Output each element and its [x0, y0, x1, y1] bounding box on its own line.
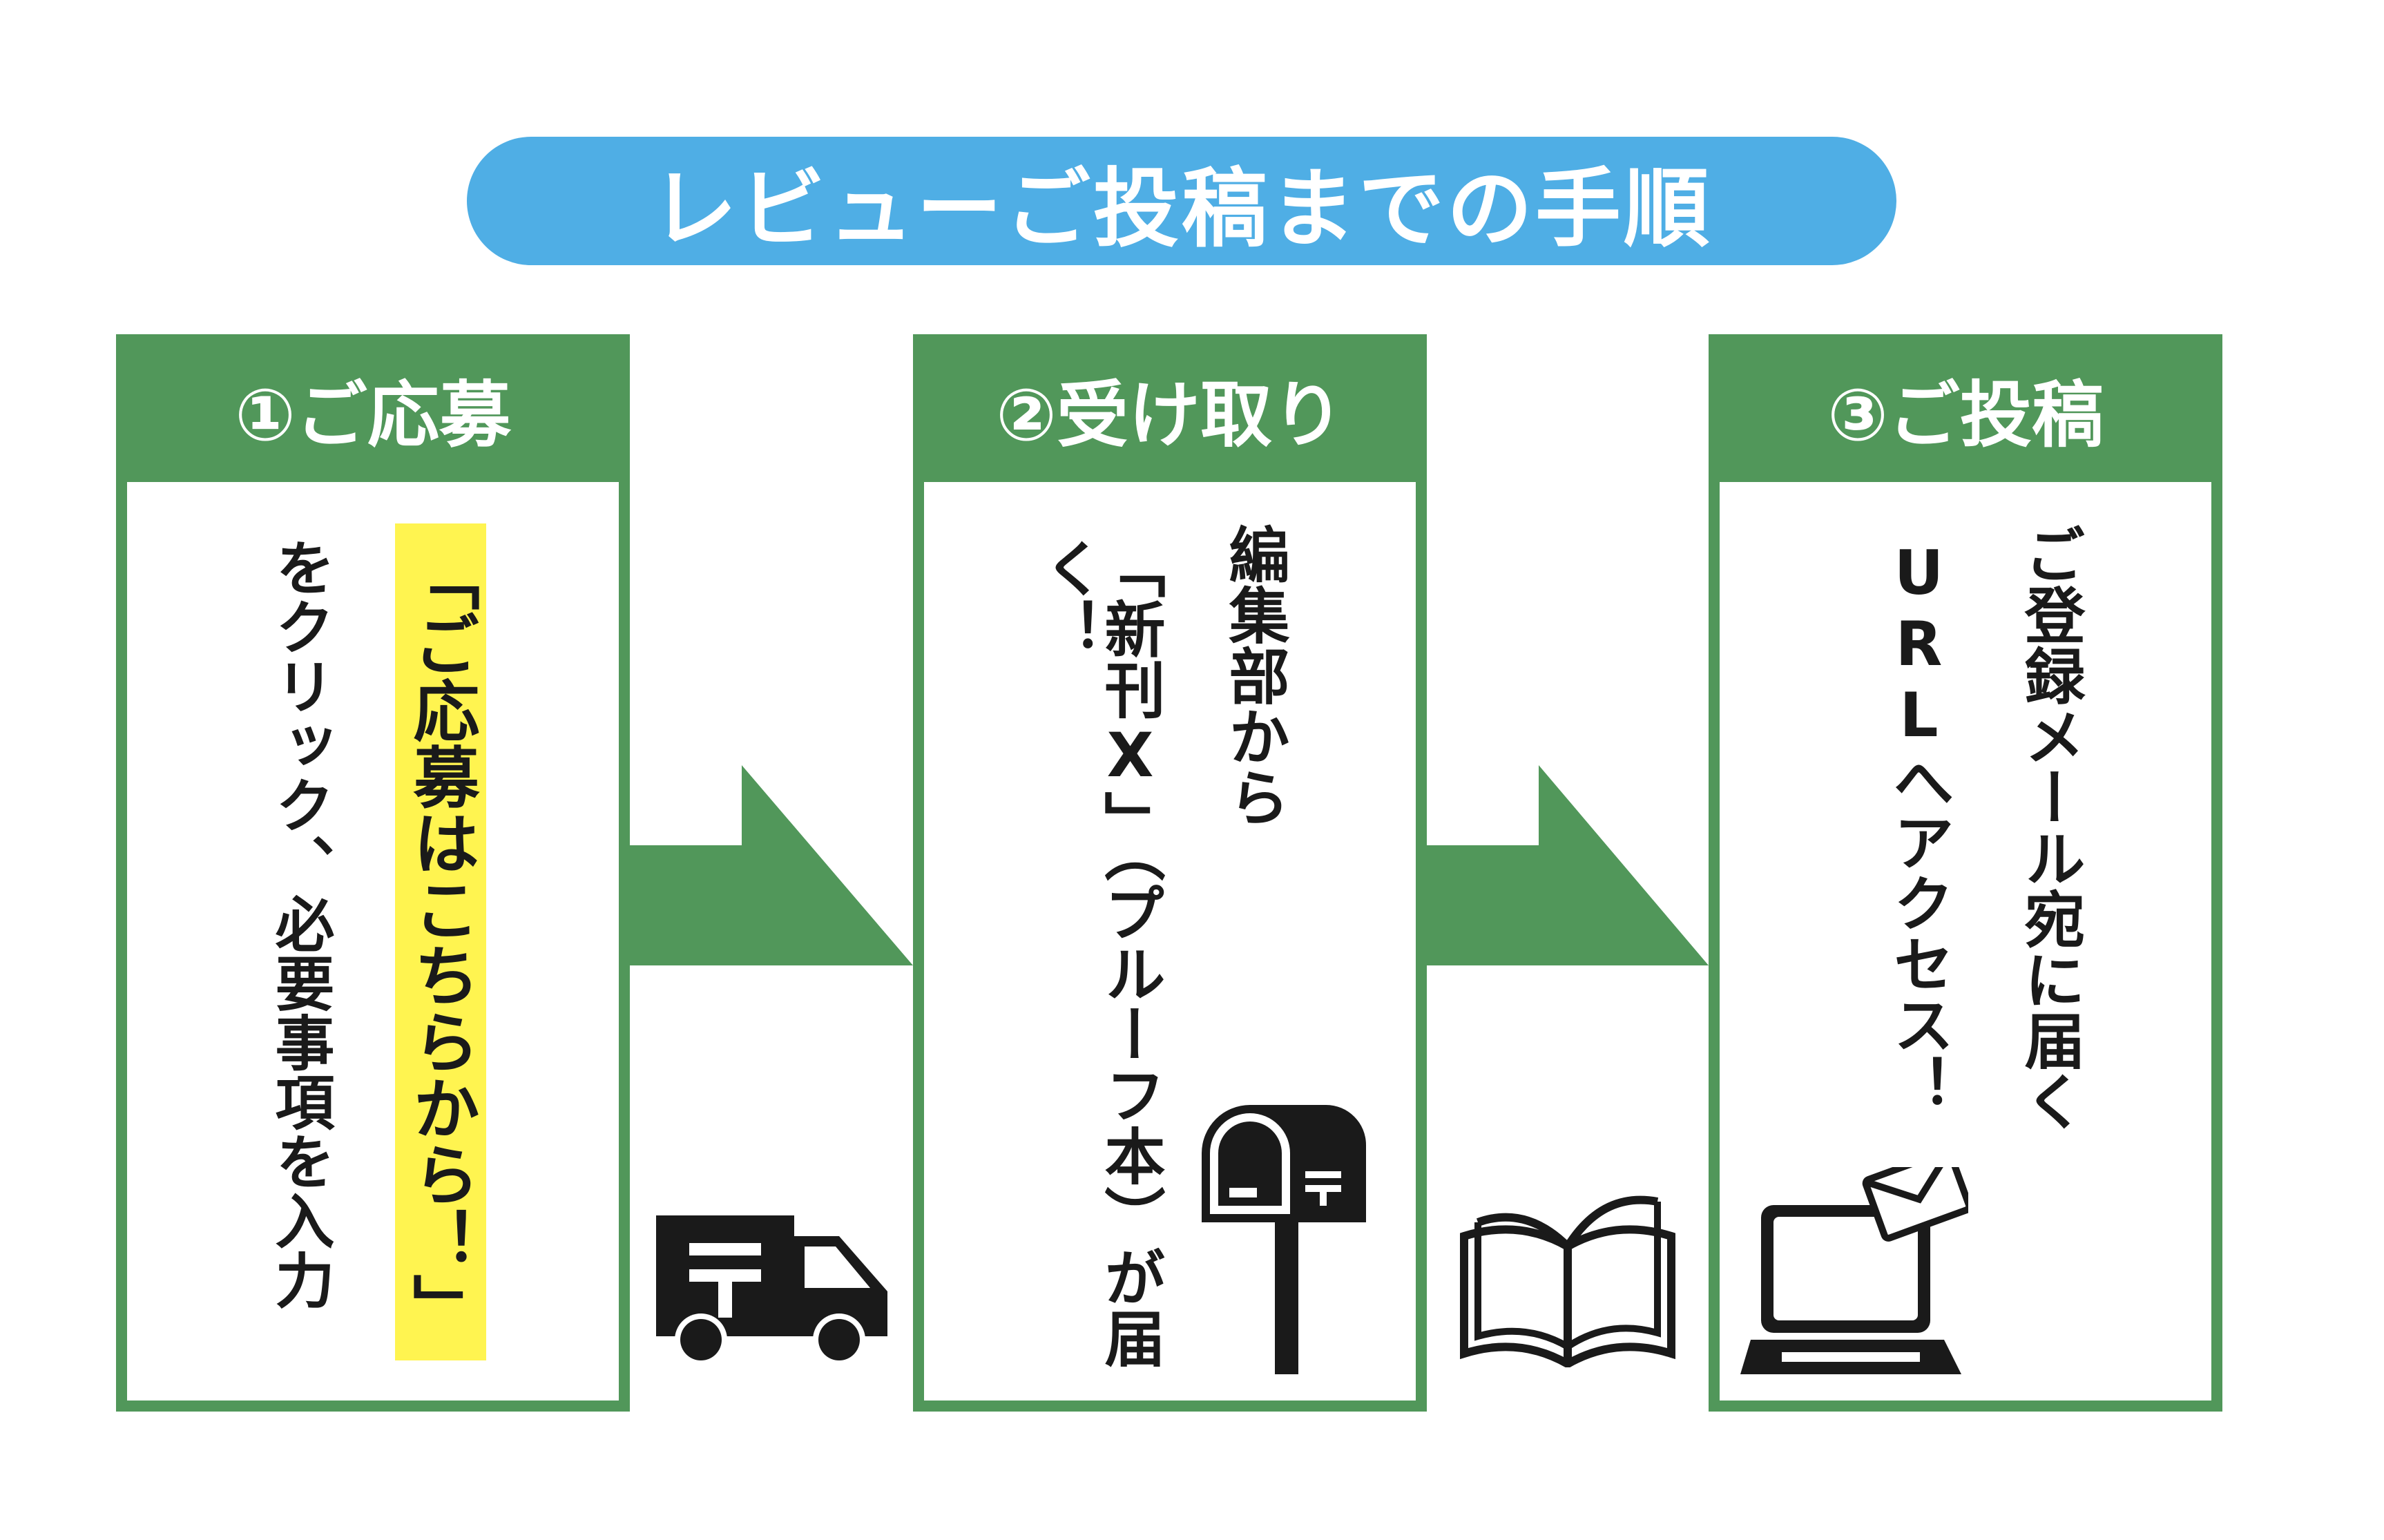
step-apply: ①ご応募 「ご応募はこちらから！」 をクリック、必要事項を入力 — [116, 334, 630, 1412]
mailbox-icon — [1202, 1105, 1366, 1374]
apply-link-highlight: 「ご応募はこちらから！」 — [395, 523, 486, 1360]
post-line-1: ご登録メール宛に届く — [2015, 523, 2086, 1131]
apply-instruction: をクリック、必要事項を入力 — [265, 537, 334, 1309]
arrow-step2-to-step3 — [1427, 765, 1709, 965]
page-title: レビューご投稿までの手順 — [651, 160, 1712, 259]
post-line-2: URLへアクセス！ — [1883, 537, 1954, 1115]
apply-link-text: 「ご応募はこちらから！」 — [395, 523, 486, 1360]
title-banner: レビューご投稿までの手順 — [467, 137, 1896, 265]
step-post-header: ③ご投稿 — [1827, 372, 2104, 457]
receive-line-1: 編集部から — [1219, 523, 1290, 827]
step-receive-body: 編集部から 「新刊X」（プルーフ本）が届く！ — [924, 482, 1416, 1401]
step-apply-body: 「ご応募はこちらから！」 をクリック、必要事項を入力 — [127, 482, 619, 1401]
laptop-mail-icon — [1740, 1167, 1968, 1374]
step-receive: ②受け取り 編集部から 「新刊X」（プルーフ本）が届く！ — [913, 334, 1427, 1412]
step-apply-header: ①ご応募 — [234, 372, 512, 457]
step-receive-header: ②受け取り — [995, 372, 1345, 457]
receive-line-2: 「新刊X」（プルーフ本）が届く！ — [1034, 537, 1166, 1368]
arrow-step1-to-step2 — [630, 765, 913, 965]
open-book-icon — [1460, 1195, 1675, 1367]
mail-truck-icon — [656, 1215, 887, 1366]
